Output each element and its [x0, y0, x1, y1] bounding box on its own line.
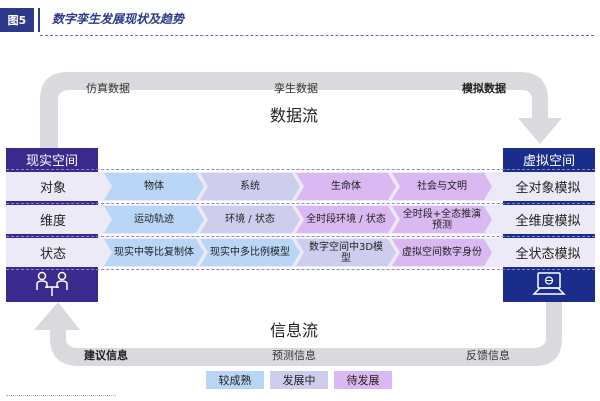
cell-state-3: 数字空间中3D模型 [296, 239, 396, 266]
footer-rule [6, 395, 116, 396]
real-space-title: 现实空间 [25, 154, 78, 169]
figure-title: 数字孪生发展现状及趋势 [52, 12, 185, 26]
cell-state-4: 虚拟空间数字身份 [392, 239, 492, 266]
cell-object-1: 物体 [104, 173, 204, 200]
advice-info-label: 建议信息 [84, 349, 128, 362]
forecast-info-label: 预测信息 [272, 349, 316, 362]
header-divider [38, 8, 40, 32]
data-flow-arrow [40, 72, 562, 150]
row-tail-state: 全状态模拟 [515, 247, 581, 262]
cell-object-2: 系统 [200, 173, 300, 200]
cell-dimension-4: 全时段+全态推演预测 [392, 206, 492, 233]
sim-data-label: 仿真数据 [86, 82, 130, 95]
row-divider [6, 169, 595, 170]
row-head-state: 状态 [39, 247, 66, 262]
model-data-label: 模拟数据 [462, 82, 506, 95]
row-head-dimension: 维度 [39, 214, 66, 229]
cell-state-2: 现实中多比例模型 [200, 239, 300, 266]
row-divider [6, 203, 595, 204]
row-tail-object: 全对象模拟 [515, 181, 581, 196]
legend-developing: 发展中 [270, 371, 328, 389]
header-rule [40, 35, 594, 36]
info-flow-arrow [34, 302, 562, 366]
meeting-people-icon [36, 271, 68, 296]
cell-state-1: 现实中等比复制体 [104, 239, 204, 266]
cell-object-3: 生命体 [296, 173, 396, 200]
virtual-space-title: 虚拟空间 [522, 154, 575, 169]
row-divider [6, 236, 595, 237]
cell-object-4: 社会与文明 [392, 173, 492, 200]
twin-data-label: 孪生数据 [274, 82, 318, 95]
row-tail-dimension: 全维度模拟 [515, 214, 581, 229]
row-head-object: 对象 [39, 181, 66, 196]
row-divider [6, 269, 595, 270]
data-flow-label: 数据流 [270, 106, 319, 125]
cell-dimension-1: 运动轨迹 [104, 206, 204, 233]
cell-dimension-3: 全时段环境 / 状态 [296, 206, 396, 233]
cell-dimension-2: 环境 / 状态 [200, 206, 300, 233]
info-flow-label: 信息流 [270, 321, 319, 340]
legend-mature: 较成熟 [206, 371, 264, 389]
figure-badge: 图5 [0, 8, 34, 32]
computer-monitor-icon [532, 272, 566, 295]
legend-to-develop: 待发展 [334, 371, 392, 389]
feedback-info-label: 反馈信息 [466, 349, 510, 362]
